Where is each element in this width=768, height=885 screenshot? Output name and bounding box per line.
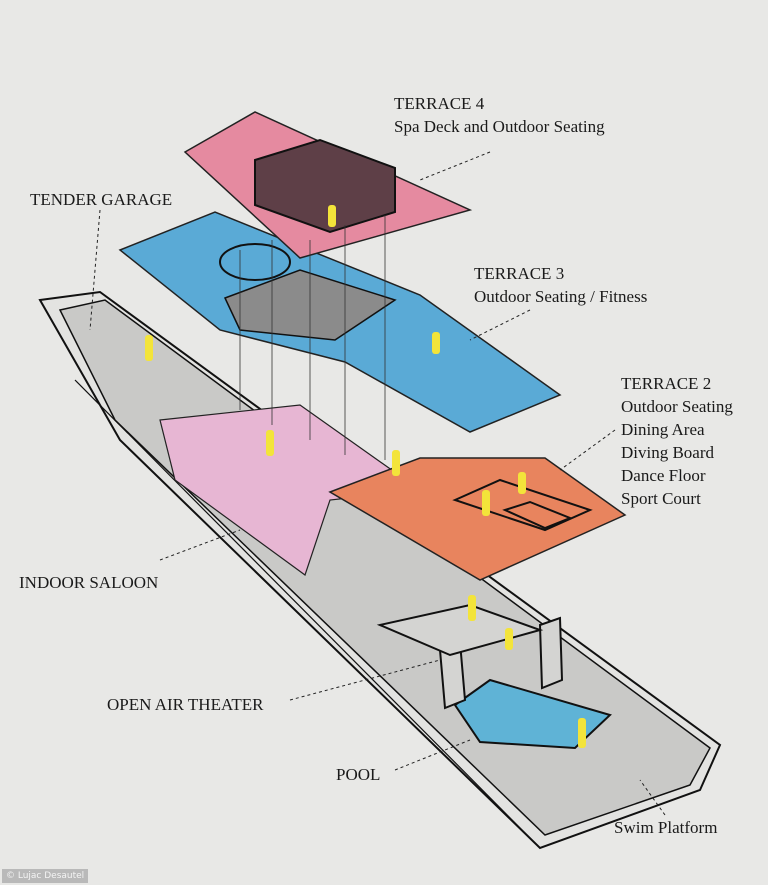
open-air-theater-label: OPEN AIR THEATER	[107, 695, 264, 714]
theater-structure	[376, 603, 564, 710]
people-figures	[145, 205, 586, 748]
terrace-2-item: Dining Area	[621, 420, 705, 439]
indoor-saloon-label: INDOOR SALOON	[19, 573, 159, 592]
indoor-saloon-area	[159, 404, 422, 576]
terrace-3-hot-tub	[219, 243, 291, 281]
connector-lines	[239, 215, 386, 460]
terrace-2-label: TERRACE 2 Outdoor Seating Dining Area Di…	[621, 372, 733, 510]
terrace-2-seating	[452, 478, 593, 532]
terrace-2-item: Diving Board	[621, 443, 715, 462]
terrace-3-title: TERRACE 3	[474, 264, 565, 283]
terrace-3-label: TERRACE 3 Outdoor Seating / Fitness	[474, 262, 647, 308]
terrace-2-item: Dance Floor	[621, 466, 706, 485]
terrace-3-subtitle: Outdoor Seating / Fitness	[474, 287, 648, 306]
terrace-4-subtitle: Spa Deck and Outdoor Seating	[394, 117, 605, 136]
leader-lines	[89, 151, 666, 816]
terrace-2-deck	[328, 457, 627, 581]
tender-garage-label: TENDER GARAGE	[30, 190, 173, 209]
pool-water	[453, 678, 612, 750]
terrace-4-label: TERRACE 4 Spa Deck and Outdoor Seating	[394, 92, 605, 138]
terrace-4-spa-box	[254, 138, 396, 234]
terrace-2-item: Sport Court	[621, 489, 701, 508]
photo-credit: © Lujac Desautel	[2, 869, 89, 883]
swim-platform-label: Swim Platform	[614, 818, 718, 837]
pool-label: POOL	[336, 765, 381, 784]
terrace-2-title: TERRACE 2	[621, 374, 712, 393]
terrace-2-item: Outdoor Seating	[621, 397, 733, 416]
terrace-4-title: TERRACE 4	[394, 94, 485, 113]
